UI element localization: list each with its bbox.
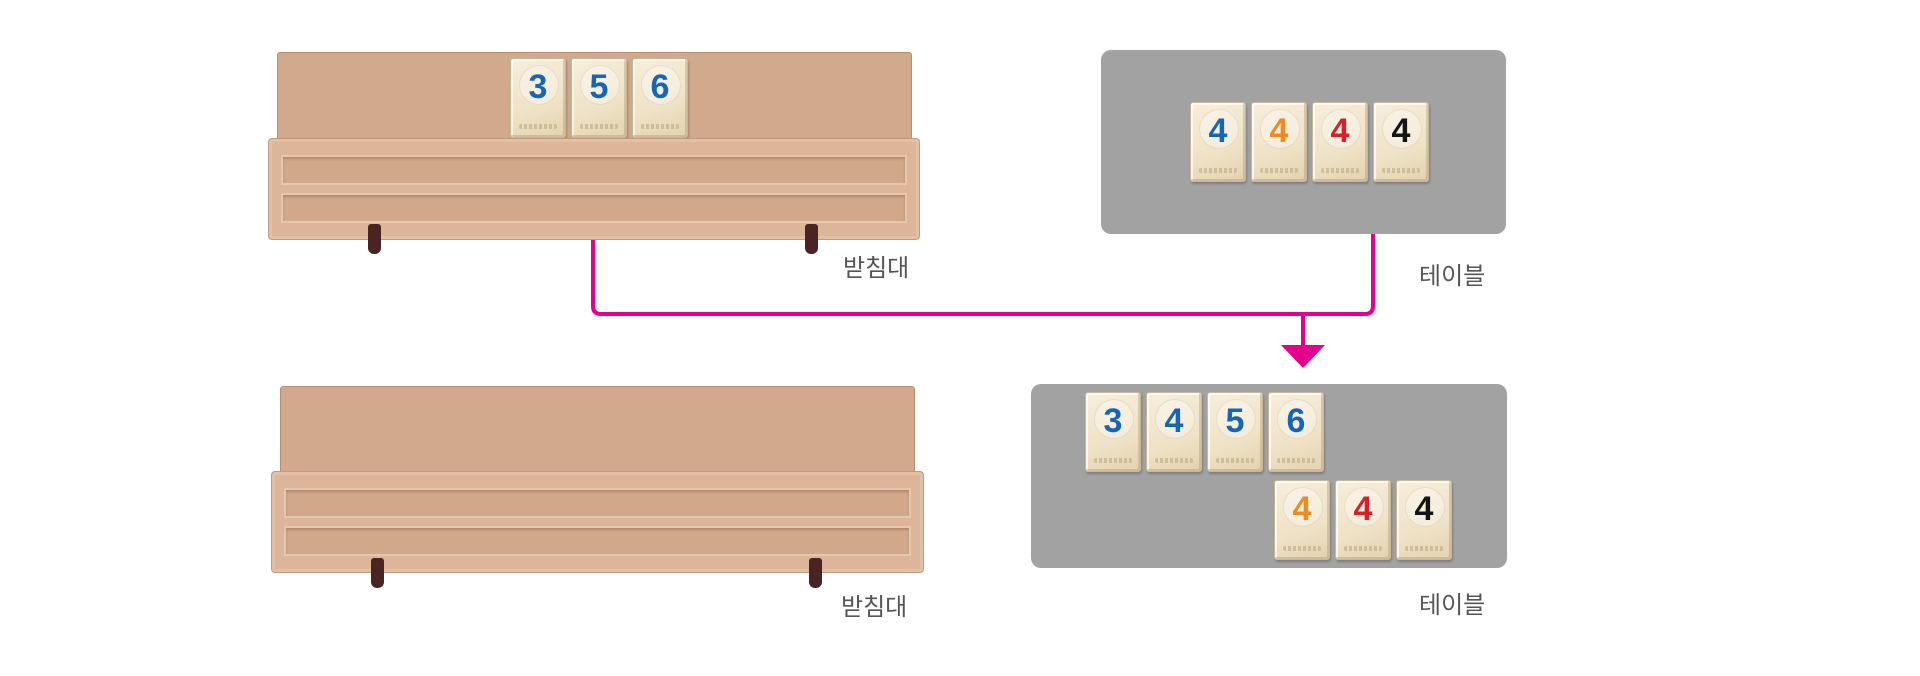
tile: 4	[1251, 102, 1307, 182]
table-after: 3 4 5 6 4 4 4	[1031, 384, 1507, 568]
tile-number: 4	[1391, 112, 1411, 150]
table-before-label: 테이블	[1419, 262, 1486, 290]
tile: 5	[1207, 392, 1263, 472]
tile: 3	[510, 58, 566, 138]
tile-number: 4	[1353, 490, 1373, 528]
tile: 4	[1274, 480, 1330, 560]
tile: 4	[1373, 102, 1429, 182]
rack-after-back	[280, 386, 915, 475]
tile-number: 6	[650, 68, 670, 106]
tile-number: 3	[1103, 402, 1123, 440]
table-before: 4 4 4 4	[1101, 50, 1506, 234]
tile-number: 5	[1225, 402, 1245, 440]
merge-arrow-line	[591, 234, 1375, 316]
tile-number: 4	[1414, 490, 1434, 528]
tile-number: 5	[589, 68, 609, 106]
tile-number: 4	[1330, 112, 1350, 150]
rack-after-label: 받침대	[841, 593, 908, 621]
tile-number: 6	[1286, 402, 1306, 440]
tile-number: 4	[1292, 490, 1312, 528]
tile: 4	[1312, 102, 1368, 182]
tile: 4	[1190, 102, 1246, 182]
rack-before-label: 받침대	[843, 254, 910, 282]
merge-arrow-head	[1281, 345, 1325, 368]
rack-after-leg-right	[809, 558, 822, 588]
rack-after-leg-left	[371, 558, 384, 588]
tile: 4	[1146, 392, 1202, 472]
tile: 6	[632, 58, 688, 138]
table-after-label: 테이블	[1419, 591, 1486, 619]
tile-number: 3	[528, 68, 548, 106]
tile: 4	[1396, 480, 1452, 560]
tile: 4	[1335, 480, 1391, 560]
rack-before-leg-right	[805, 224, 818, 254]
tile-number: 4	[1269, 112, 1289, 150]
tile-number: 4	[1208, 112, 1228, 150]
rack-after-front	[271, 471, 924, 573]
tile: 6	[1268, 392, 1324, 472]
tile: 5	[571, 58, 627, 138]
tile: 3	[1085, 392, 1141, 472]
rack-before-leg-left	[368, 224, 381, 254]
rack-before-front	[268, 138, 920, 240]
tile-number: 4	[1164, 402, 1184, 440]
